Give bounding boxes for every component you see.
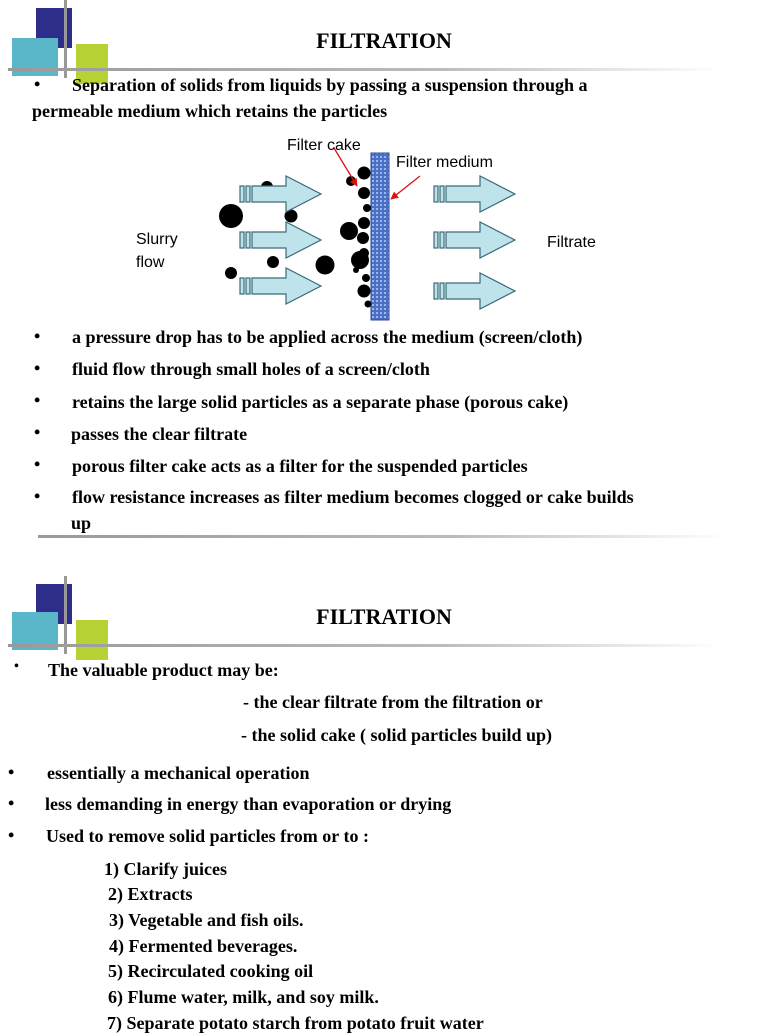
list-item: 5) Recirculated cooking oil <box>108 961 314 981</box>
filter-cake-pointer <box>333 147 358 187</box>
title-underline <box>8 644 722 647</box>
list-item: porous filter cake acts as a filter for … <box>72 456 528 476</box>
slide-title: FILTRATION <box>316 28 452 53</box>
filter-medium-pointer <box>390 175 421 200</box>
bullet-dot: • <box>14 659 19 674</box>
list-item: 2) Extracts <box>108 884 193 904</box>
deco-vertical-line <box>64 0 67 78</box>
filtrate-arrow <box>433 272 517 310</box>
slide-title: FILTRATION <box>316 604 452 629</box>
slurry-arrow <box>239 221 323 259</box>
bullet-dot: • <box>34 390 41 410</box>
list-item: 7) Separate potato starch from potato fr… <box>107 1013 484 1033</box>
slurry-arrow <box>239 175 323 213</box>
slurry-particles <box>219 176 356 279</box>
list-item: 6) Flume water, milk, and soy milk. <box>108 987 379 1007</box>
bullet-dot: • <box>8 793 15 813</box>
list-item: fluid flow through small holes of a scre… <box>72 359 430 379</box>
list-item-continuation: up <box>71 513 92 533</box>
deco-vertical-line <box>64 576 67 654</box>
slurry-label-line2: flow <box>136 254 165 271</box>
intro-text-line1: Separation of solids from liquids by pas… <box>72 75 588 95</box>
bullet-dot: • <box>34 486 41 506</box>
filter-cake-label: Filter cake <box>287 137 361 154</box>
intro-text-line2: permeable medium which retains the parti… <box>32 101 388 121</box>
list-item: flow resistance increases as filter medi… <box>72 487 634 507</box>
bullet-dot: • <box>8 825 15 845</box>
list-item: passes the clear filtrate <box>71 424 248 444</box>
list-item: 3) Vegetable and fish oils. <box>109 910 304 930</box>
bullet-dot: • <box>34 326 41 346</box>
list-item: 1) Clarify juices <box>104 859 227 879</box>
list-item: Used to remove solid particles from or t… <box>46 826 369 846</box>
list-item: 4) Fermented beverages. <box>109 936 298 956</box>
intro-text: The valuable product may be: <box>48 660 279 680</box>
filtrate-label: Filtrate <box>547 234 596 251</box>
bullet-dot: • <box>34 422 41 442</box>
filter-cake-particles <box>340 166 372 308</box>
slurry-label-line1: Slurry <box>136 231 178 248</box>
filtration-diagram: Filter cake Filter medium Slurry flow Fi… <box>136 137 596 321</box>
slide-divider <box>38 535 728 538</box>
list-item: retains the large solid particles as a s… <box>72 392 569 412</box>
deco-square-green <box>76 44 108 84</box>
deco-square-teal <box>12 612 58 650</box>
filtrate-arrow <box>433 221 517 259</box>
title-underline <box>8 68 722 71</box>
option-filtrate: - the clear filtrate from the filtration… <box>243 692 543 712</box>
list-item: essentially a mechanical operation <box>47 763 310 783</box>
list-item: a pressure drop has to be applied across… <box>72 327 583 347</box>
deco-square-green <box>76 620 108 660</box>
bullet-dot: • <box>34 454 41 474</box>
filtrate-flow-arrows <box>433 175 517 310</box>
option-cake: - the solid cake ( solid particles build… <box>241 725 553 745</box>
slurry-flow-arrows <box>239 175 323 305</box>
filtrate-arrow <box>433 175 517 213</box>
filter-medium <box>370 152 390 321</box>
list-item: less demanding in energy than evaporatio… <box>45 794 452 814</box>
bullet-dot: • <box>34 74 41 94</box>
filter-medium-label: Filter medium <box>396 154 493 171</box>
slurry-arrow <box>239 267 323 305</box>
bullet-dot: • <box>34 358 41 378</box>
bullet-dot: • <box>8 762 15 782</box>
